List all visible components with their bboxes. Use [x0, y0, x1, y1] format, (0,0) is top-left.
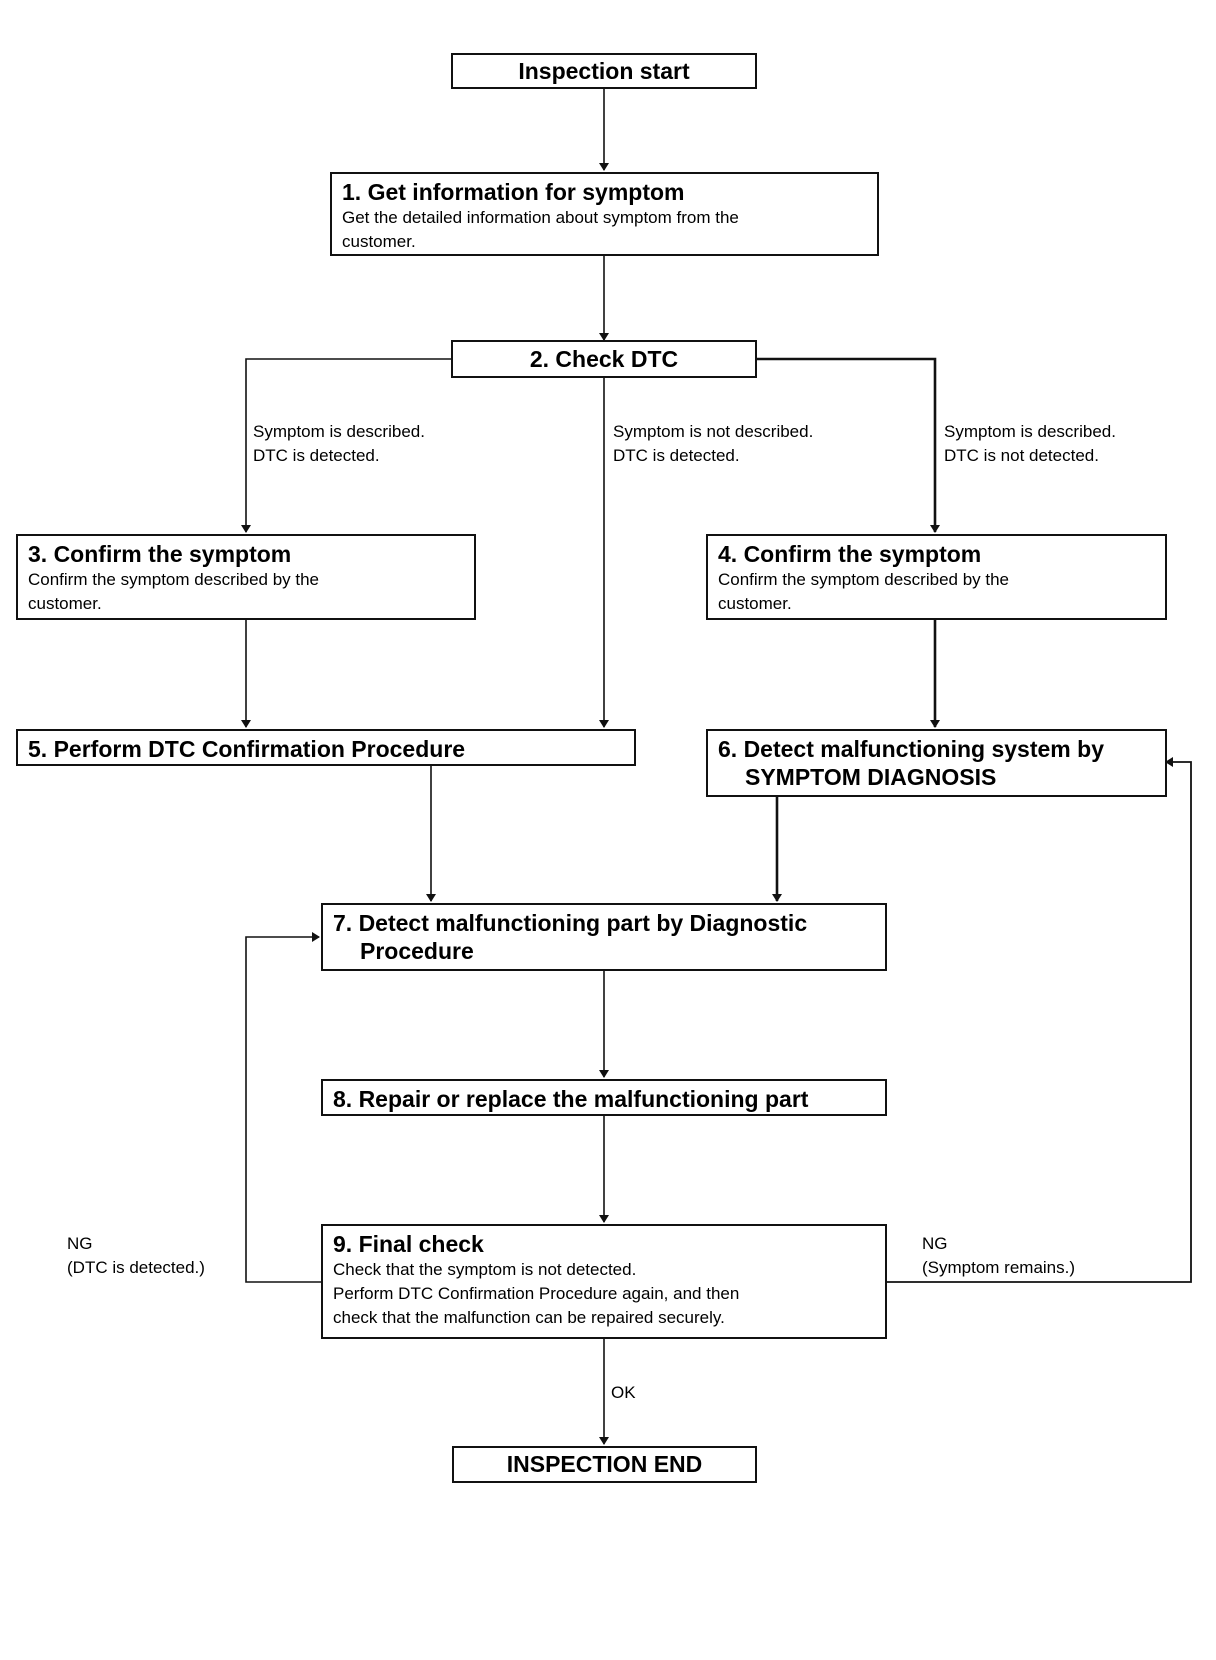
edge-label-ng-right: NG (Symptom remains.) — [922, 1232, 1075, 1280]
node-step9: 9. Final check Check that the symptom is… — [321, 1224, 887, 1339]
node-step4-text-line2: customer. — [718, 594, 792, 613]
edge-label-left-line1: Symptom is described. — [253, 422, 425, 441]
node-inspection-end-title: INSPECTION END — [506, 1451, 703, 1477]
node-step6: 6. Detect malfunctioning system by SYMPT… — [706, 729, 1167, 797]
edge-step2-to-step4 — [756, 357, 940, 533]
node-step1-title: 1. Get information for symptom — [342, 179, 685, 205]
edge-label-middle-line1: Symptom is not described. — [613, 422, 814, 441]
edge-label-middle-branch: Symptom is not described. DTC is detecte… — [613, 420, 813, 468]
node-step3: 3. Confirm the symptom Confirm the sympt… — [16, 534, 476, 620]
node-step3-text-line1: Confirm the symptom described by the — [28, 570, 320, 589]
edge-label-right-line1: Symptom is described. — [944, 422, 1116, 441]
edge-label-ok: OK — [611, 1381, 636, 1405]
edge-label-middle-line2: DTC is detected. — [613, 446, 740, 465]
node-step1-text-line2: customer. — [342, 232, 416, 251]
edge-label-ng-left-line2: (DTC is detected.) — [67, 1258, 205, 1277]
node-step3-title: 3. Confirm the symptom — [28, 541, 292, 567]
node-inspection-start: Inspection start — [451, 53, 757, 89]
node-step7: 7. Detect malfunctioning part by Diagnos… — [321, 903, 887, 971]
node-step7-title-line1: 7. Detect malfunctioning part by Diagnos… — [333, 910, 808, 936]
edge-label-ng-left: NG (DTC is detected.) — [67, 1232, 205, 1280]
node-step8-title: 8. Repair or replace the malfunctioning … — [333, 1086, 809, 1112]
node-step6-title-line2: SYMPTOM DIAGNOSIS — [745, 764, 997, 790]
node-step2-title: 2. Check DTC — [529, 345, 679, 372]
edge-label-right-branch: Symptom is described. DTC is not detecte… — [944, 420, 1116, 468]
node-step3-text-line2: customer. — [28, 594, 102, 613]
node-step9-text-line3: check that the malfunction can be repair… — [333, 1308, 725, 1327]
node-step9-text-line2: Perform DTC Confirmation Procedure again… — [333, 1284, 740, 1303]
node-step4-title: 4. Confirm the symptom — [718, 541, 982, 567]
node-step9-text-line1: Check that the symptom is not detected. — [333, 1260, 637, 1279]
edge-step2-to-step3 — [241, 358, 451, 533]
edge-label-left-line2: DTC is detected. — [253, 446, 380, 465]
node-step6-title-line1: 6. Detect malfunctioning system by — [718, 736, 1104, 762]
node-step7-title-line2: Procedure — [360, 938, 474, 964]
node-step1: 1. Get information for symptom Get the d… — [330, 172, 879, 256]
edge-label-ok-text: OK — [611, 1383, 636, 1402]
edge-label-ng-left-line1: NG — [67, 1234, 93, 1253]
node-step2: 2. Check DTC — [451, 340, 757, 378]
edge-label-left-branch: Symptom is described. DTC is detected. — [253, 420, 425, 468]
edge-ng-step9-to-step7 — [245, 932, 321, 1283]
edge-label-ng-right-line2: (Symptom remains.) — [922, 1258, 1076, 1277]
edge-label-ng-right-line1: NG — [922, 1234, 948, 1253]
node-step8: 8. Repair or replace the malfunctioning … — [321, 1079, 887, 1116]
node-step4: 4. Confirm the symptom Confirm the sympt… — [706, 534, 1167, 620]
node-step5-title: 5. Perform DTC Confirmation Procedure — [28, 736, 466, 762]
edge-label-right-line2: DTC is not detected. — [944, 446, 1099, 465]
node-inspection-end: INSPECTION END — [452, 1446, 757, 1483]
edge-ng-step9-to-step6 — [886, 757, 1192, 1283]
node-step1-text-line1: Get the detailed information about sympt… — [342, 208, 739, 227]
node-step5: 5. Perform DTC Confirmation Procedure — [16, 729, 636, 766]
node-step9-title: 9. Final check — [333, 1231, 484, 1257]
node-step4-text-line1: Confirm the symptom described by the — [718, 570, 1010, 589]
node-inspection-start-title: Inspection start — [518, 57, 690, 84]
